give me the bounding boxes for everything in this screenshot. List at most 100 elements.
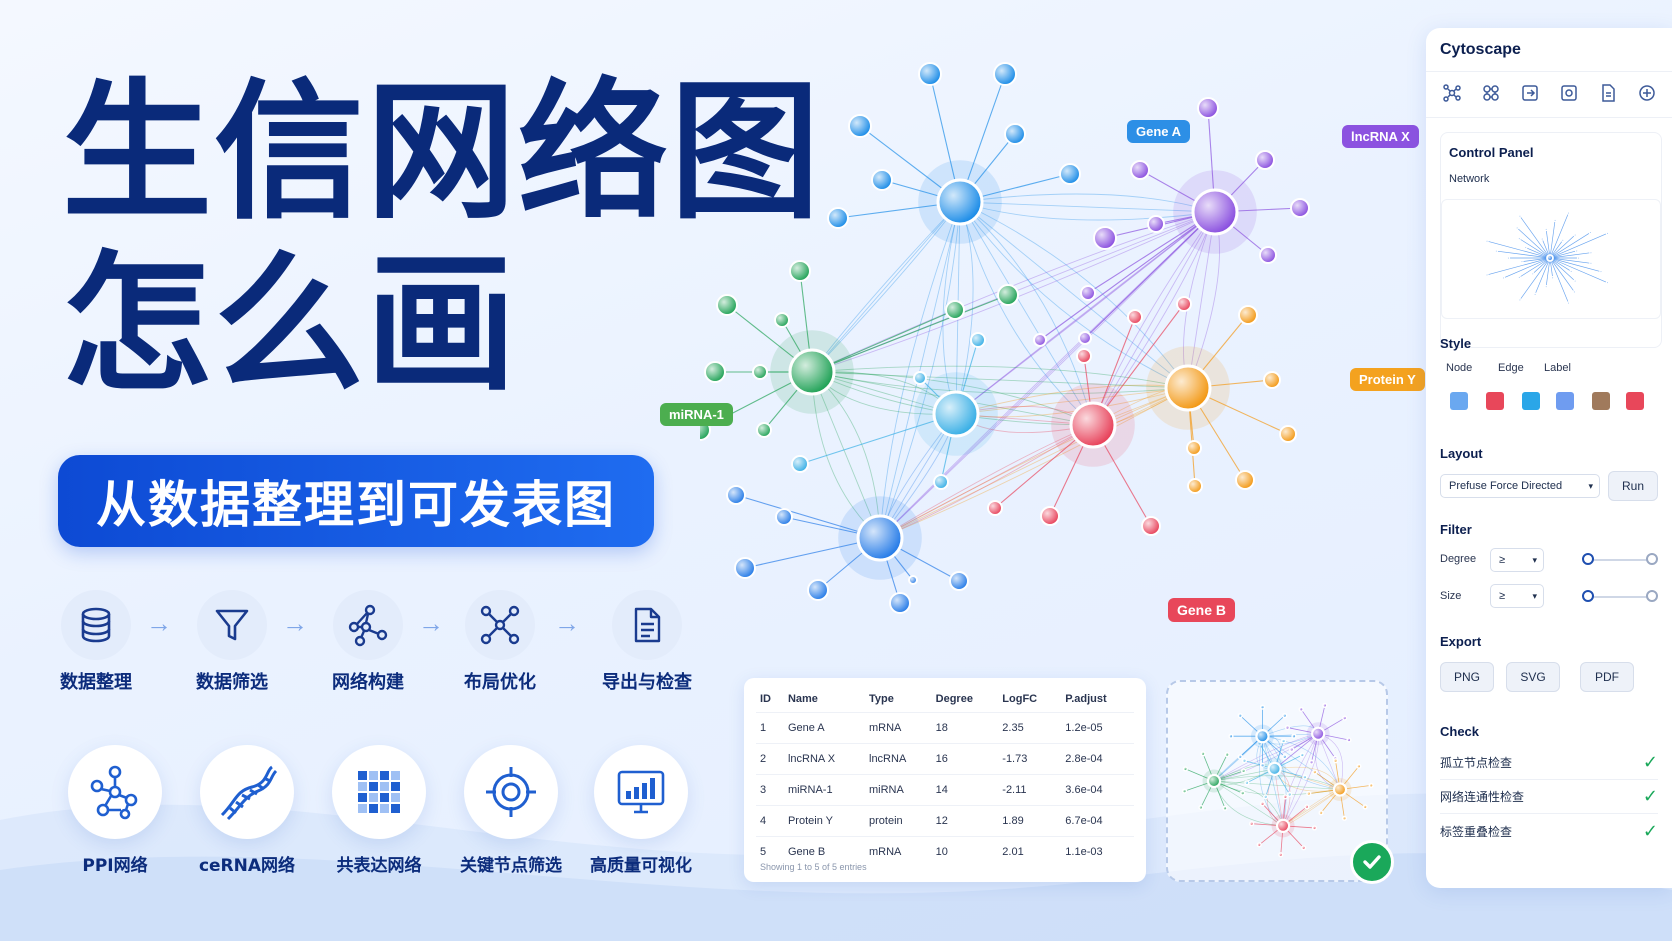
network-node[interactable] xyxy=(1238,305,1258,325)
network-node[interactable] xyxy=(1181,788,1188,794)
style-tab-label[interactable]: Label xyxy=(1544,362,1571,374)
network-tool-icon[interactable] xyxy=(1442,83,1462,106)
network-node[interactable] xyxy=(1256,842,1262,848)
network-node[interactable] xyxy=(1599,269,1603,274)
hub-node[interactable] xyxy=(1328,777,1352,801)
network-node[interactable] xyxy=(1306,790,1312,797)
network-node[interactable] xyxy=(908,575,918,585)
column-header[interactable]: P.adjust xyxy=(1065,693,1107,705)
network-node[interactable] xyxy=(1566,211,1571,215)
network-node[interactable] xyxy=(1332,758,1339,764)
hub-node[interactable] xyxy=(1173,170,1257,254)
column-header[interactable]: ID xyxy=(760,693,771,705)
size-slider-min-handle[interactable] xyxy=(1582,590,1594,602)
network-node[interactable] xyxy=(1531,272,1535,276)
network-node[interactable] xyxy=(1553,218,1557,223)
network-node[interactable] xyxy=(1368,782,1374,788)
network-preview[interactable] xyxy=(1166,680,1388,882)
network-node[interactable] xyxy=(1494,249,1499,253)
import-icon[interactable] xyxy=(1520,83,1540,106)
network-node[interactable] xyxy=(1200,751,1206,757)
network-thumbnail[interactable] xyxy=(1441,199,1661,319)
hub-node[interactable] xyxy=(1306,722,1330,746)
network-node[interactable] xyxy=(1241,758,1247,764)
network-node[interactable] xyxy=(1259,762,1266,768)
network-node[interactable] xyxy=(1301,845,1307,851)
network-node[interactable] xyxy=(1259,704,1266,710)
network-node[interactable] xyxy=(1259,246,1277,264)
hub-node[interactable] xyxy=(918,160,1002,244)
network-node[interactable] xyxy=(1341,815,1348,821)
export-svg-button[interactable]: SVG xyxy=(1506,662,1560,692)
network-node[interactable] xyxy=(1127,309,1143,325)
network-node[interactable] xyxy=(1244,780,1250,786)
network-node[interactable] xyxy=(1485,239,1489,243)
network-node[interactable] xyxy=(1533,292,1537,297)
network-node[interactable] xyxy=(1076,348,1092,364)
network-node[interactable] xyxy=(1259,801,1266,807)
network-node[interactable] xyxy=(1588,230,1593,235)
network-node[interactable] xyxy=(987,500,1003,516)
network-node[interactable] xyxy=(1356,763,1362,769)
network-node[interactable] xyxy=(1318,810,1324,816)
degree-slider-track[interactable] xyxy=(1588,559,1652,561)
network-node[interactable] xyxy=(848,114,872,138)
network-node[interactable] xyxy=(1235,470,1255,490)
style-tab-node[interactable]: Node xyxy=(1446,362,1473,374)
network-node[interactable] xyxy=(1524,245,1528,250)
color-swatch[interactable] xyxy=(1522,392,1540,410)
network-node[interactable] xyxy=(1298,706,1304,712)
degree-slider-max-handle[interactable] xyxy=(1646,553,1658,565)
network-node[interactable] xyxy=(774,312,790,328)
hub-node[interactable] xyxy=(838,496,922,580)
network-node[interactable] xyxy=(970,332,986,348)
network-node[interactable] xyxy=(1147,215,1165,233)
color-swatch[interactable] xyxy=(1556,392,1574,410)
network-node[interactable] xyxy=(1237,754,1243,760)
cluster-icon[interactable] xyxy=(1481,83,1501,106)
color-swatch[interactable] xyxy=(1592,392,1610,410)
network-node[interactable] xyxy=(704,361,726,383)
network-node[interactable] xyxy=(1033,333,1047,347)
network-node[interactable] xyxy=(889,592,911,614)
network-node[interactable] xyxy=(913,371,927,385)
network-node[interactable] xyxy=(1517,236,1521,241)
network-node[interactable] xyxy=(1080,285,1096,301)
network-node[interactable] xyxy=(716,294,738,316)
network-node[interactable] xyxy=(1589,261,1593,265)
network-node[interactable] xyxy=(1130,160,1150,180)
network-node[interactable] xyxy=(1322,702,1328,708)
network-node[interactable] xyxy=(775,508,793,526)
network-node[interactable] xyxy=(1605,280,1610,285)
network-node[interactable] xyxy=(1589,251,1593,255)
network-node[interactable] xyxy=(734,557,756,579)
network-node[interactable] xyxy=(1279,425,1297,443)
hub-node[interactable] xyxy=(1544,252,1556,264)
network-node[interactable] xyxy=(1141,516,1161,536)
network-node[interactable] xyxy=(1312,769,1318,775)
network-node[interactable] xyxy=(1517,275,1521,280)
network-node[interactable] xyxy=(1544,227,1548,232)
network-node[interactable] xyxy=(1540,237,1544,241)
network-node[interactable] xyxy=(945,300,965,320)
hub-node[interactable] xyxy=(914,372,998,456)
network-node[interactable] xyxy=(1544,284,1548,289)
column-header[interactable]: LogFC xyxy=(1002,693,1038,705)
add-icon[interactable] xyxy=(1637,83,1657,106)
style-tab-edge[interactable]: Edge xyxy=(1498,362,1524,374)
size-slider-track[interactable] xyxy=(1588,596,1652,598)
network-node[interactable] xyxy=(1518,214,1522,218)
network-node[interactable] xyxy=(1078,331,1092,345)
color-swatch[interactable] xyxy=(1450,392,1468,410)
hub-node[interactable] xyxy=(1250,724,1274,748)
network-node[interactable] xyxy=(1573,279,1577,283)
network-node[interactable] xyxy=(1290,198,1310,218)
network-node[interactable] xyxy=(1197,97,1219,119)
network-node[interactable] xyxy=(1263,371,1281,389)
hub-node[interactable] xyxy=(1051,383,1135,467)
network-node[interactable] xyxy=(752,364,768,380)
network-node[interactable] xyxy=(1240,768,1247,774)
